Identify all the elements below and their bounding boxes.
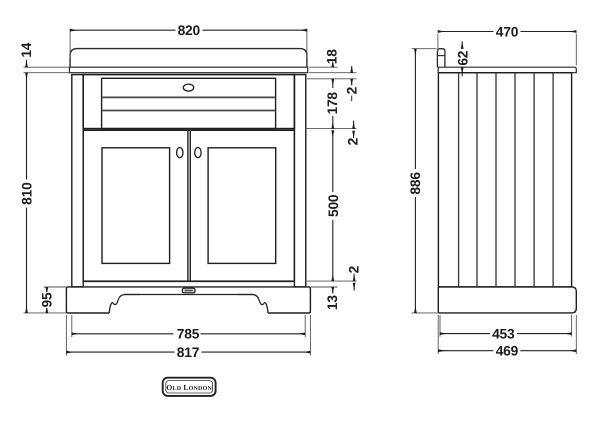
svg-text:785: 785 [177,327,200,342]
svg-text:178: 178 [325,92,340,115]
svg-text:62: 62 [456,50,471,65]
svg-text:13: 13 [325,295,340,310]
svg-text:453: 453 [492,326,515,341]
svg-text:OLD LONDON: OLD LONDON [166,383,212,392]
svg-text:2: 2 [346,265,361,273]
svg-text:2: 2 [346,137,361,145]
svg-text:817: 817 [177,345,200,360]
svg-text:18: 18 [325,49,340,64]
svg-text:95: 95 [39,292,54,307]
svg-text:810: 810 [19,182,34,205]
svg-text:470: 470 [496,24,519,39]
svg-text:500: 500 [326,194,341,217]
svg-text:14: 14 [19,42,34,57]
svg-text:886: 886 [408,172,423,195]
svg-text:2: 2 [345,86,360,94]
svg-text:469: 469 [496,343,519,358]
svg-text:820: 820 [178,23,201,38]
